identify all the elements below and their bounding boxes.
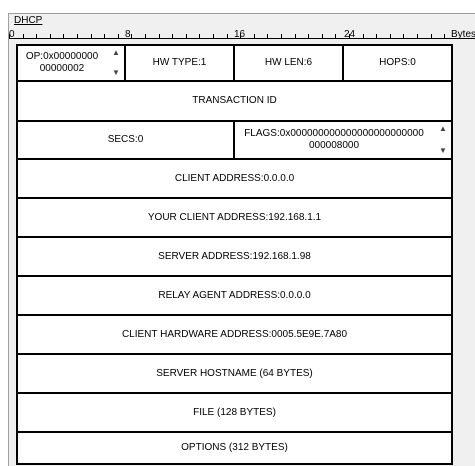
relay-agent-address-value: RELAY AGENT ADDRESS:0.0.0.0	[158, 289, 311, 301]
options-field: OPTIONS (312 BYTES)	[16, 431, 453, 465]
ruler-tick	[267, 34, 269, 39]
your-client-address-value: YOUR CLIENT ADDRESS:192.168.1.1	[147, 211, 322, 223]
panel-title: DHCP	[14, 15, 43, 26]
ruler-tick	[22, 34, 24, 39]
ruler-tick	[335, 34, 337, 39]
op-value-line2: 00000002	[39, 63, 85, 74]
secs-value: SECS:0	[107, 134, 144, 145]
op-field[interactable]: OP:0x00000000 00000002 ▲ ▼	[16, 44, 126, 82]
flags-scrollbar[interactable]: ▲ ▼	[436, 123, 450, 157]
chevron-up-icon[interactable]: ▲	[112, 48, 120, 57]
ruler-tick	[430, 34, 432, 39]
ruler-tick	[294, 34, 296, 39]
hw-type-field: HW TYPE:1	[124, 44, 235, 82]
hw-type-value: HW TYPE:1	[152, 57, 207, 68]
secs-field: SECS:0	[16, 120, 235, 160]
ruler-label-8: 8	[125, 29, 131, 40]
ruler-tick	[349, 34, 350, 39]
flags-value-line1: FLAGS:0x000000000000000000000000	[244, 128, 424, 139]
ruler-tick	[9, 34, 10, 39]
ruler-tick	[49, 34, 51, 39]
ruler-label-16: 16	[234, 29, 245, 40]
ruler-tick	[213, 34, 214, 39]
ruler-tick	[253, 34, 255, 39]
relay-agent-address-field: RELAY AGENT ADDRESS:0.0.0.0	[16, 275, 453, 316]
ruler-tick	[131, 34, 133, 39]
chevron-down-icon[interactable]: ▼	[112, 68, 120, 77]
ruler-tick	[444, 34, 446, 39]
ruler-tick	[308, 34, 310, 39]
file-label: FILE (128 BYTES)	[193, 406, 276, 418]
ruler-tick	[36, 34, 38, 39]
ruler-tick	[362, 34, 364, 39]
flags-field[interactable]: FLAGS:0x000000000000000000000000 0000080…	[233, 120, 453, 160]
ruler-tick	[240, 34, 242, 39]
ruler-label-0: 0	[9, 29, 15, 40]
ruler-tick	[403, 34, 405, 39]
ruler-tick	[104, 34, 106, 39]
ruler-tick	[117, 34, 119, 39]
hops-value: HOPS:0	[379, 57, 416, 68]
ruler-tick	[226, 34, 228, 39]
ruler-tick	[376, 34, 378, 39]
server-address-value: SERVER ADDRESS:192.168.1.98	[158, 250, 311, 262]
ruler-tick	[90, 34, 92, 39]
ruler-unit-label: Bytes	[451, 29, 475, 40]
ruler-tick	[145, 34, 146, 39]
server-address-field: SERVER ADDRESS:192.168.1.98	[16, 236, 453, 277]
ruler-tick	[77, 34, 78, 39]
client-address-value: CLIENT ADDRESS:0.0.0.0	[174, 172, 295, 184]
client-hardware-address-value: CLIENT HARDWARE ADDRESS:0005.5E9E.7A80	[121, 328, 348, 340]
ruler-tick	[417, 34, 418, 39]
transaction-id-field: TRANSACTION ID	[16, 80, 453, 122]
op-value-line1: OP:0x00000000	[25, 51, 99, 62]
ruler-tick	[172, 34, 174, 39]
your-client-address-field: YOUR CLIENT ADDRESS:192.168.1.1	[16, 197, 453, 238]
server-hostname-label: SERVER HOSTNAME (64 BYTES)	[156, 367, 313, 379]
chevron-up-icon[interactable]: ▲	[439, 124, 447, 133]
op-scrollbar[interactable]: ▲ ▼	[109, 47, 123, 79]
ruler-tick	[158, 34, 160, 39]
server-hostname-field: SERVER HOSTNAME (64 BYTES)	[16, 353, 453, 394]
ruler-tick	[199, 34, 201, 39]
hw-len-field: HW LEN:6	[233, 44, 344, 82]
flags-value-line2: 000008000	[308, 140, 360, 151]
client-address-field: CLIENT ADDRESS:0.0.0.0	[16, 158, 453, 199]
chevron-down-icon[interactable]: ▼	[439, 146, 447, 155]
ruler-tick	[185, 34, 187, 39]
ruler-tick	[389, 34, 391, 39]
ruler-line	[9, 38, 475, 39]
options-label: OPTIONS (312 BYTES)	[181, 442, 288, 453]
transaction-id-label: TRANSACTION ID	[192, 95, 277, 106]
bit-ruler: 0 8 16 24 Bytes	[9, 29, 475, 42]
file-field: FILE (128 BYTES)	[16, 392, 453, 433]
ruler-tick	[281, 34, 282, 39]
ruler-tick	[63, 34, 65, 39]
ruler-tick	[321, 34, 323, 39]
hw-len-value: HW LEN:6	[264, 57, 313, 68]
client-hardware-address-field: CLIENT HARDWARE ADDRESS:0005.5E9E.7A80	[16, 314, 453, 355]
hops-field: HOPS:0	[342, 44, 453, 82]
